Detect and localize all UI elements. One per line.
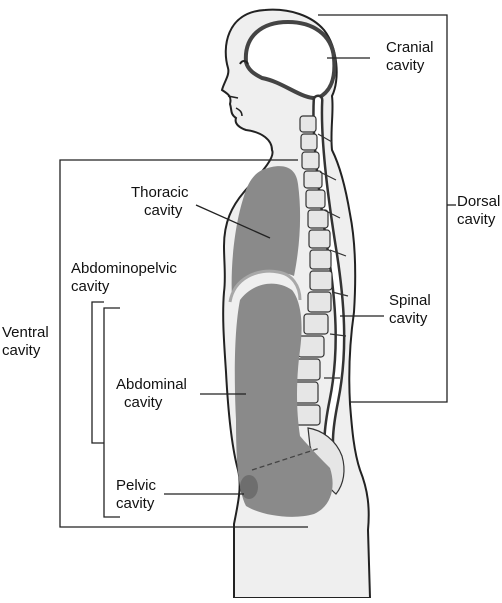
thoracic-cavity	[231, 166, 301, 300]
thoracic-leader	[195, 204, 271, 239]
ventral-bracket	[59, 159, 308, 528]
cranial-label: Cranial cavity	[386, 39, 438, 74]
abdominopelvic-bracket	[91, 301, 104, 444]
ventral-label: Ventral cavity	[2, 324, 53, 359]
vertebral-column	[289, 115, 349, 495]
face-features	[227, 60, 249, 117]
dorsal-bracket	[318, 14, 448, 403]
thoracic-label: Thoracic cavity	[131, 184, 193, 219]
pelvic-label: Pelvic cavity	[116, 477, 160, 512]
cranial-cavity	[243, 19, 337, 101]
abdomen-pelvis-bracket	[103, 307, 120, 518]
abdominopelvic-label: Abdominopelvic cavity	[71, 260, 181, 295]
abdominal-label: Abdominal cavity	[116, 376, 191, 411]
annotation-lines	[59, 14, 456, 528]
labels: Cranial cavity Dorsal cavity Thoracic ca…	[2, 39, 502, 512]
spinal-label: Spinal cavity	[389, 292, 435, 327]
spinal-cavity	[312, 94, 346, 476]
diaphragm	[228, 269, 302, 303]
abdominopelvic-cavity	[234, 283, 333, 517]
dorsal-label: Dorsal cavity	[457, 193, 502, 228]
